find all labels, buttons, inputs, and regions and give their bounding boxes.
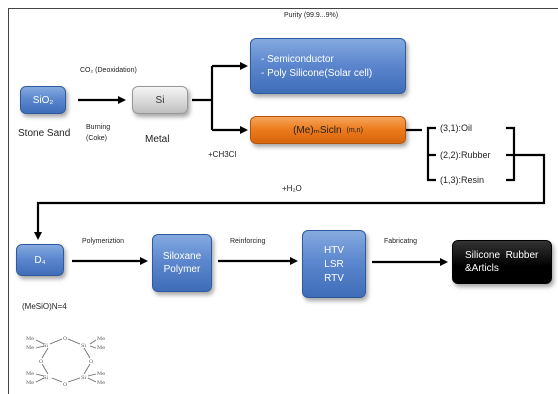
si-box: Si <box>132 86 188 114</box>
co2-deoxidation-label: CO₂ (Deoxidation) <box>80 67 137 74</box>
htv-line: HTV <box>324 244 344 256</box>
me-group: Me <box>97 371 105 377</box>
si-atom: Si <box>81 343 86 349</box>
d4-molecule-structure: Si Si Si Si O O O O Me Me Me Me Me Me Me… <box>26 336 105 386</box>
siloxane-line: Siloxane <box>162 251 202 262</box>
d4-box: D₄ <box>16 244 64 276</box>
h2o-label: +H₂O <box>282 184 302 193</box>
me-group: Me <box>97 345 105 351</box>
line-return-to-d4 <box>34 153 546 240</box>
sio2-label: SiO₂ <box>32 94 54 106</box>
mesio-label: (MeSiO)N=4 <box>22 302 67 311</box>
polymer-line: Polymer <box>163 264 201 275</box>
me-group: Me <box>26 380 34 386</box>
me-group: Me <box>26 345 34 351</box>
siloxane-polymer-box: Siloxane Polymer <box>152 234 212 292</box>
o-atom: O <box>89 359 93 365</box>
lsr-line: LSR <box>324 258 344 270</box>
silicone-rubber-line: Silicone Rubber <box>465 250 539 261</box>
resin-label: (1,3):Resin <box>440 175 485 185</box>
burning-label: Burning <box>86 124 111 131</box>
rtv-line: RTV <box>324 272 344 284</box>
o-atom: O <box>39 359 43 365</box>
me-group: Me <box>97 380 105 386</box>
coke-label: (Coke) <box>86 135 108 142</box>
me-group: Me <box>26 336 34 342</box>
mesicln-label: (Me)ₘSicln <box>293 124 342 136</box>
me-group: Me <box>97 336 105 342</box>
htv-lsr-rtv-box: HTV LSR RTV <box>302 230 366 298</box>
semiconductor-box: - Semiconductor - Poly Silicone(Solar ce… <box>250 38 406 94</box>
metal-label: Metal <box>145 134 170 145</box>
o-atom: O <box>63 336 67 342</box>
diagram-frame <box>8 8 558 394</box>
o-atom: O <box>63 382 67 386</box>
polymerization-label: Polymeriztion <box>82 238 125 245</box>
stone-sand-label: Stone Sand <box>18 128 71 139</box>
si-atom: Si <box>43 375 48 381</box>
si-atom: Si <box>81 375 86 381</box>
fabricating-label: Fabricatng <box>384 238 418 245</box>
poly-silicone-line: - Poly Silicone(Solar cell) <box>261 67 373 79</box>
si-label: Si <box>155 94 165 106</box>
ch3cl-label: +CH3Cl <box>208 150 237 159</box>
d4-label: D₄ <box>34 254 46 266</box>
sio2-box: SiO₂ <box>20 86 66 114</box>
purity-label: Purity (99.9...9%) <box>284 12 339 19</box>
rubber-label: (2,2):Rubber <box>440 150 491 160</box>
oil-label: (3,1):Oil <box>440 123 473 133</box>
me-group: Me <box>26 371 34 377</box>
semiconductor-line: - Semiconductor <box>261 53 334 65</box>
silicone-rubber-box: Silicone Rubber &Articls <box>452 240 552 284</box>
mesicln-sub-label: (m,n) <box>346 126 363 134</box>
mesicln-box: (Me)ₘSicln (m,n) <box>250 116 406 144</box>
articles-line: &Articls <box>465 263 499 274</box>
si-atom: Si <box>43 343 48 349</box>
reinforcing-label: Reinforcing <box>230 238 266 245</box>
